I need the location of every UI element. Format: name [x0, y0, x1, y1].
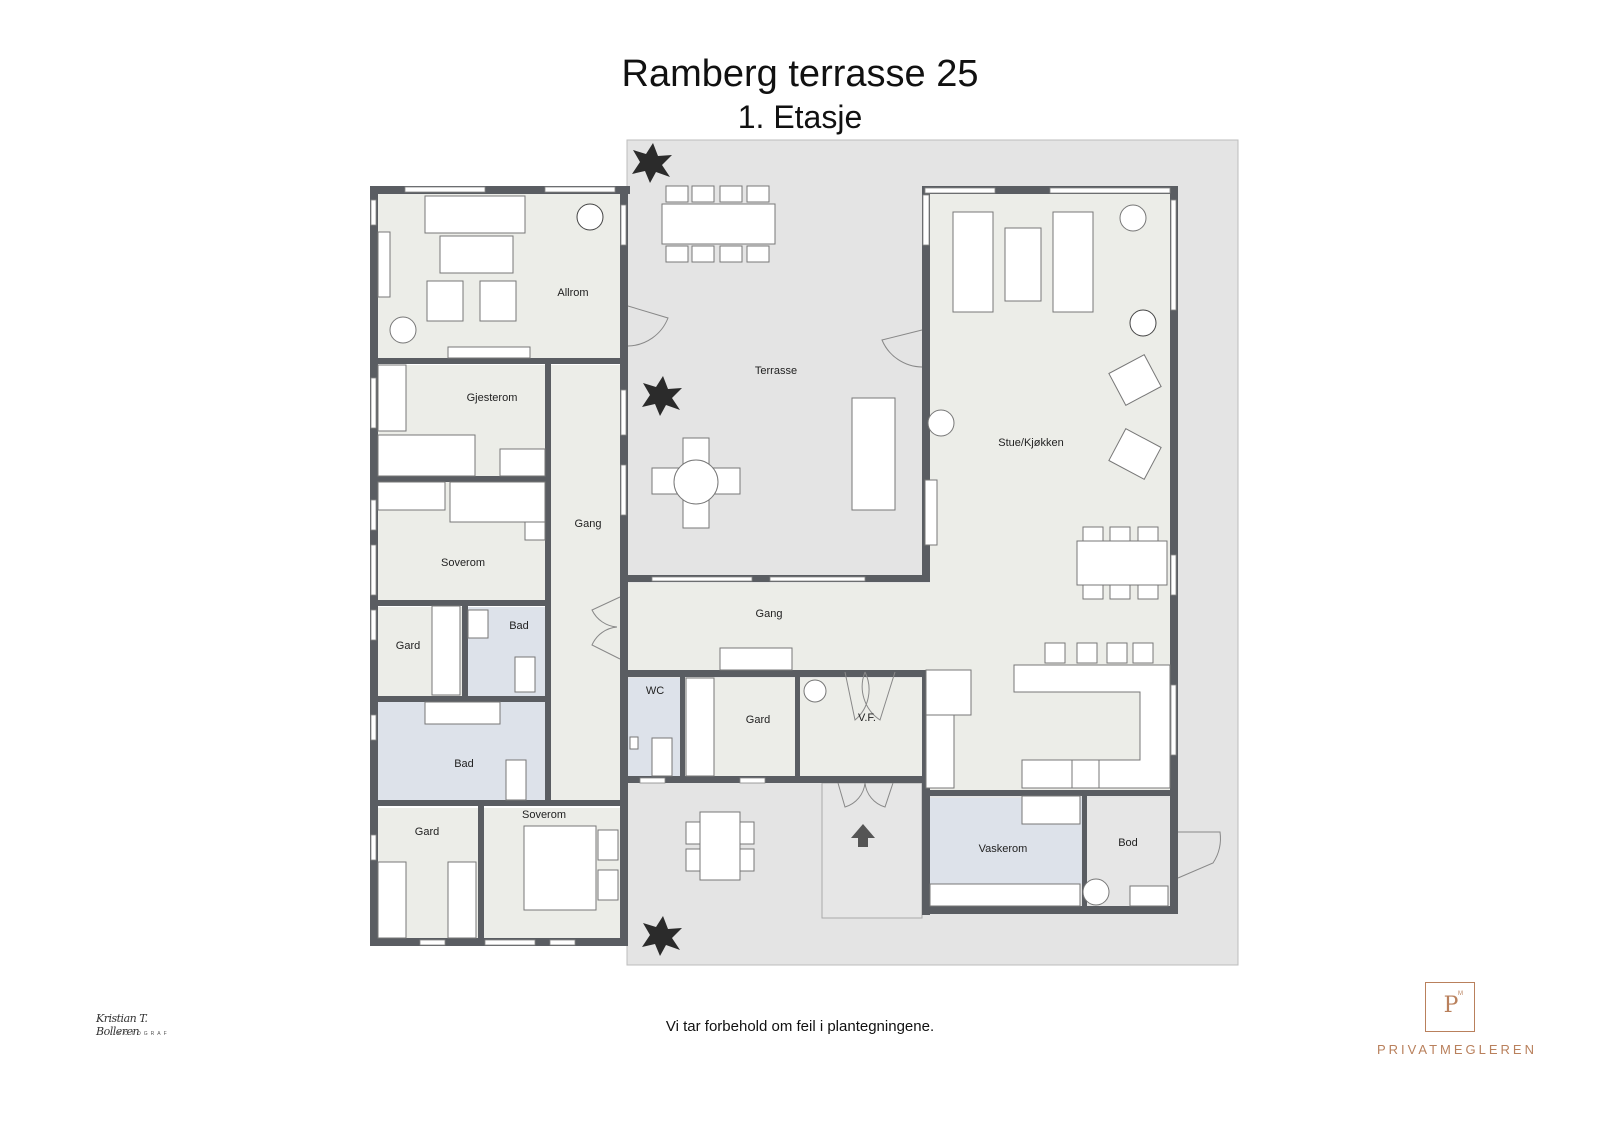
room-label-gang-west: Gang	[575, 518, 602, 530]
room-label-bad-1: Bad	[509, 620, 529, 632]
room-label-bod: Bod	[1118, 837, 1138, 849]
furniture	[377, 185, 1171, 939]
room-label-soverom-1: Soverom	[441, 557, 485, 569]
windows	[370, 186, 1177, 946]
room-label-bad-2: Bad	[454, 758, 474, 770]
entrance-landing	[821, 782, 923, 919]
plan-title: Ramberg terrasse 25	[621, 53, 979, 95]
room-label-vf: V.F.	[858, 712, 876, 724]
brand-name: PRIVATMEGLEREN	[1377, 1042, 1537, 1057]
brand-mark-box: P M	[1425, 982, 1475, 1032]
room-label-terrasse: Terrasse	[755, 365, 797, 377]
room-label-gard-1: Gard	[396, 640, 420, 652]
room-label-vaskerom: Vaskerom	[979, 843, 1028, 855]
plant-icon	[632, 143, 682, 956]
entrance-arrow-icon	[851, 824, 875, 847]
floor-label: 1. Etasje	[737, 99, 863, 135]
room-label-stue-kjokken: Stue/Kjøkken	[998, 437, 1063, 449]
brand-logo: P M PRIVATMEGLEREN	[1372, 982, 1542, 1062]
room-label-gard-3: Gard	[746, 714, 770, 726]
room-label-allrom: Allrom	[557, 287, 588, 299]
room-label-gjesterom: Gjesterom	[467, 392, 518, 404]
photographer-signature: Kristian T. Bolleren FOTOGRAF	[96, 1012, 170, 1038]
indoor-plant-icon	[576, 203, 1157, 337]
room-label-wc: WC	[646, 685, 664, 697]
room-label-gard-2: Gard	[415, 826, 439, 838]
disclaimer: Vi tar forbehold om feil i plantegningen…	[665, 1018, 935, 1035]
room-label-soverom-2: Soverom	[522, 809, 566, 821]
room-label-gang-central: Gang	[756, 608, 783, 620]
doors	[591, 305, 1221, 879]
